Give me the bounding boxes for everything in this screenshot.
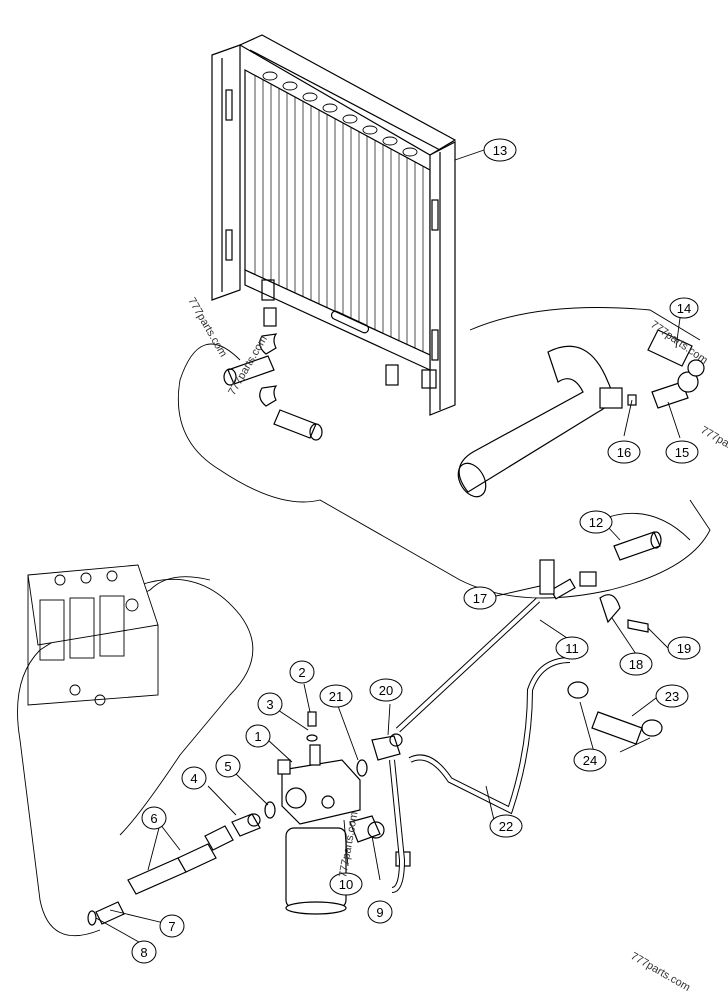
callout-2-label: 2 bbox=[298, 665, 305, 680]
callout-4-label: 4 bbox=[190, 771, 197, 786]
callout-22: 22 bbox=[490, 815, 522, 837]
callout-8-label: 8 bbox=[140, 945, 147, 960]
callout-24: 24 bbox=[574, 749, 606, 771]
callout-21-label: 21 bbox=[329, 689, 343, 704]
callout-22-label: 22 bbox=[499, 819, 513, 834]
callout-7-label: 7 bbox=[168, 919, 175, 934]
callout-11: 11 bbox=[556, 637, 588, 659]
hose-assembly bbox=[88, 826, 233, 925]
watermark: 777parts.com bbox=[629, 950, 693, 994]
callout-6: 6 bbox=[142, 807, 166, 829]
watermark: 777parts.com bbox=[185, 296, 229, 360]
callout-9: 9 bbox=[368, 901, 392, 923]
callout-14: 14 bbox=[670, 298, 698, 318]
cooler-return-hose bbox=[453, 346, 636, 501]
callout-1: 1 bbox=[246, 725, 270, 747]
callout-14-label: 14 bbox=[677, 301, 691, 316]
callout-12-label: 12 bbox=[589, 515, 603, 530]
callout-3: 3 bbox=[258, 693, 282, 715]
callout-9-label: 9 bbox=[376, 905, 383, 920]
callout-2: 2 bbox=[290, 661, 314, 683]
callout-19: 19 bbox=[668, 637, 700, 659]
hose-and-clamps bbox=[568, 682, 662, 744]
callout-13-label: 13 bbox=[493, 143, 507, 158]
callout-4: 4 bbox=[182, 767, 206, 789]
callout-23: 23 bbox=[656, 685, 688, 707]
control-valve bbox=[28, 565, 158, 705]
callout-18: 18 bbox=[620, 653, 652, 675]
watermark: 777parts.com bbox=[699, 424, 728, 468]
callout-18-label: 18 bbox=[629, 657, 643, 672]
connector-group bbox=[540, 532, 661, 632]
callout-5-label: 5 bbox=[224, 759, 231, 774]
callout-17: 17 bbox=[464, 587, 496, 609]
callout-13: 13 bbox=[484, 139, 516, 161]
callout-6-label: 6 bbox=[150, 811, 157, 826]
callout-10-label: 10 bbox=[339, 877, 353, 892]
callout-20: 20 bbox=[370, 679, 402, 701]
callout-8: 8 bbox=[132, 941, 156, 963]
callout-3-label: 3 bbox=[266, 697, 273, 712]
callout-15: 15 bbox=[666, 441, 698, 463]
callout-7: 7 bbox=[160, 915, 184, 937]
callout-19-label: 19 bbox=[677, 641, 691, 656]
callout-1-label: 1 bbox=[254, 729, 261, 744]
callout-15-label: 15 bbox=[675, 445, 689, 460]
callout-12: 12 bbox=[580, 511, 612, 533]
callout-21: 21 bbox=[320, 685, 352, 707]
callout-16: 16 bbox=[608, 441, 640, 463]
callout-23-label: 23 bbox=[665, 689, 679, 704]
callout-5: 5 bbox=[216, 755, 240, 777]
callout-17-label: 17 bbox=[473, 591, 487, 606]
callout-24-label: 24 bbox=[583, 753, 597, 768]
callout-20-label: 20 bbox=[379, 683, 393, 698]
callout-16-label: 16 bbox=[617, 445, 631, 460]
cooler-tubes bbox=[392, 572, 596, 890]
callout-11-label: 11 bbox=[565, 641, 579, 656]
